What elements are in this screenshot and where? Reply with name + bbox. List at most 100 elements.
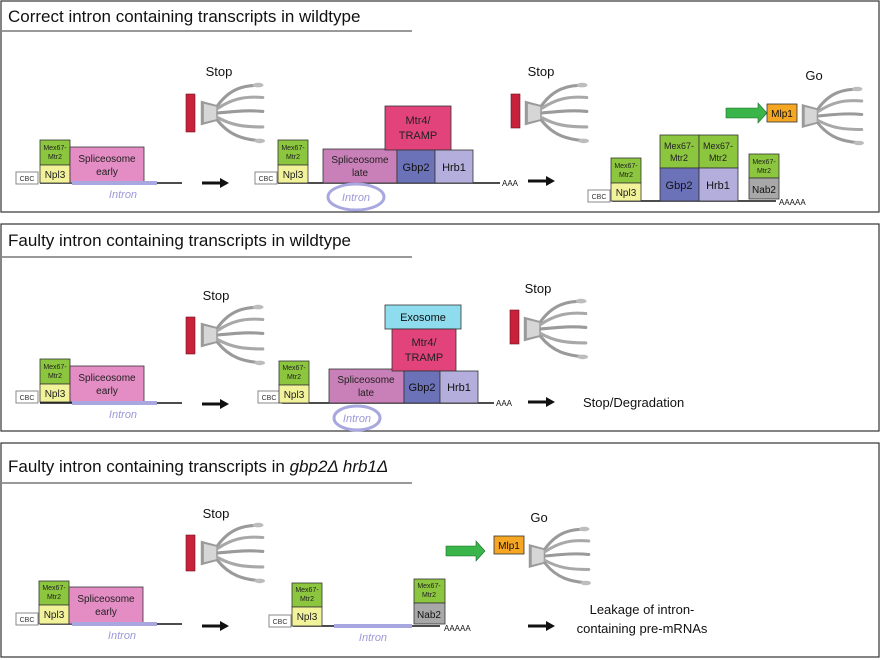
- svg-text:Gbp2: Gbp2: [403, 162, 430, 174]
- svg-text:Mtr2: Mtr2: [670, 153, 688, 163]
- stop-bar-icon: [185, 93, 196, 133]
- stop-bar-icon: [185, 534, 196, 572]
- svg-text:Npl3: Npl3: [616, 188, 637, 199]
- svg-text:Mtr2: Mtr2: [286, 154, 300, 161]
- svg-text:Mex67-: Mex67-: [752, 159, 776, 166]
- svg-text:Stop: Stop: [528, 64, 555, 79]
- svg-text:Go: Go: [805, 68, 822, 83]
- svg-text:Mex67-: Mex67-: [295, 587, 319, 594]
- hrb1-box: [434, 149, 474, 184]
- stop-bar-icon: [185, 316, 196, 355]
- gbp2-box: [396, 149, 436, 184]
- svg-text:early: early: [96, 386, 118, 397]
- svg-text:Intron: Intron: [359, 632, 387, 644]
- svg-text:Mex67-: Mex67-: [664, 141, 694, 151]
- panel-title: Faulty intron containing transcripts in …: [8, 231, 351, 250]
- svg-text:Intron: Intron: [343, 413, 371, 425]
- svg-text:Mex67-: Mex67-: [614, 163, 638, 170]
- svg-text:Mex67-: Mex67-: [281, 145, 305, 152]
- svg-text:Spliceosome: Spliceosome: [337, 375, 395, 386]
- svg-text:Mtr4/: Mtr4/: [411, 337, 437, 349]
- svg-text:Npl3: Npl3: [44, 610, 65, 621]
- svg-text:Mtr4/: Mtr4/: [405, 115, 431, 127]
- svg-text:Mtr2: Mtr2: [48, 154, 62, 161]
- svg-text:Spliceosome: Spliceosome: [78, 373, 136, 384]
- svg-text:Spliceosome: Spliceosome: [78, 154, 136, 165]
- svg-text:Mtr2: Mtr2: [300, 596, 314, 603]
- svg-text:CBC: CBC: [592, 194, 607, 201]
- svg-text:Spliceosome: Spliceosome: [331, 155, 389, 166]
- outcome-line-2: containing pre-mRNAs: [577, 621, 708, 636]
- poly-a-tail: AAA: [502, 179, 519, 188]
- svg-text:Mex67-: Mex67-: [43, 364, 67, 371]
- svg-text:Npl3: Npl3: [283, 170, 304, 181]
- spliceosome-early-box: [69, 146, 145, 184]
- svg-text:CBC: CBC: [20, 395, 35, 402]
- panel-correct-wildtype: Correct intron containing transcripts in…: [0, 0, 880, 213]
- outcome-text: Stop/Degradation: [583, 395, 684, 410]
- svg-text:Intron: Intron: [342, 192, 370, 204]
- intron-label: Intron: [109, 189, 137, 201]
- svg-text:Mlp1: Mlp1: [498, 541, 520, 552]
- svg-text:Intron: Intron: [108, 630, 136, 642]
- svg-text:Gbp2: Gbp2: [666, 180, 693, 192]
- step-early: CBC Mex67- Mtr2 Npl3 Spliceosome early I…: [15, 506, 266, 642]
- svg-text:Nab2: Nab2: [417, 610, 441, 621]
- mlp1-box: [766, 103, 798, 123]
- svg-text:Nab2: Nab2: [752, 185, 776, 196]
- step-early: CBC Mex67- Mtr2 Npl3 Spliceosome early I…: [15, 288, 266, 421]
- svg-text:TRAMP: TRAMP: [405, 352, 444, 364]
- svg-text:Spliceosome: Spliceosome: [77, 594, 135, 605]
- svg-text:Stop: Stop: [525, 281, 552, 296]
- svg-text:AAA: AAA: [496, 399, 513, 408]
- svg-text:early: early: [96, 167, 118, 178]
- svg-text:Hrb1: Hrb1: [706, 180, 730, 192]
- step-leak: CBC Mex67- Mtr2 Npl3 Intron Mex67- Mtr2 …: [268, 510, 593, 644]
- step-export: CBC Mex67- Mtr2 Npl3 Mex67- Mtr2 Mex67- …: [587, 68, 866, 207]
- svg-text:CBC: CBC: [262, 395, 277, 402]
- svg-text:CBC: CBC: [259, 176, 274, 183]
- nab2-box: [748, 177, 780, 200]
- stop-bar-icon: [510, 93, 521, 129]
- panel-faulty-wildtype: Faulty intron containing transcripts in …: [0, 223, 880, 432]
- svg-text:Mex67-: Mex67-: [43, 145, 67, 152]
- svg-text:Mex67-: Mex67-: [282, 365, 306, 372]
- svg-text:CBC: CBC: [273, 619, 288, 626]
- svg-text:Npl3: Npl3: [284, 390, 305, 401]
- mex67-mtr2-box: [39, 139, 71, 166]
- svg-text:Exosome: Exosome: [400, 312, 446, 324]
- svg-text:Npl3: Npl3: [45, 170, 66, 181]
- mlp1-box: [493, 535, 525, 555]
- panel-faulty-mutant: Faulty intron containing transcripts in …: [0, 442, 880, 658]
- svg-text:Mtr2: Mtr2: [47, 594, 61, 601]
- svg-text:Mtr2: Mtr2: [757, 168, 771, 175]
- green-arrow-icon: [725, 102, 768, 124]
- svg-text:Go: Go: [530, 510, 547, 525]
- svg-text:TRAMP: TRAMP: [399, 130, 438, 142]
- svg-text:Intron: Intron: [109, 409, 137, 421]
- step-late: CBC Mex67- Mtr2 Npl3 Spliceosome late Ex…: [257, 281, 589, 432]
- stop-bar-icon: [509, 309, 520, 345]
- svg-text:Mtr2: Mtr2: [422, 592, 436, 599]
- svg-text:Mlp1: Mlp1: [771, 109, 793, 120]
- svg-text:CBC: CBC: [20, 617, 35, 624]
- gate-label: Stop: [206, 64, 233, 79]
- svg-text:late: late: [358, 388, 375, 399]
- svg-text:Mtr2: Mtr2: [48, 373, 62, 380]
- intron-loop: [326, 182, 386, 212]
- svg-text:Mtr2: Mtr2: [619, 172, 633, 179]
- panel-title: Correct intron containing transcripts in…: [8, 7, 360, 26]
- svg-text:Hrb1: Hrb1: [447, 382, 471, 394]
- svg-text:Stop: Stop: [203, 506, 230, 521]
- svg-text:AAAAA: AAAAA: [779, 198, 806, 207]
- cbc-box: [15, 171, 39, 185]
- cbc-label: CBC: [20, 176, 35, 183]
- svg-text:Mex67-: Mex67-: [42, 585, 66, 592]
- mtr4-tramp-box: [384, 105, 452, 151]
- svg-text:Mtr2: Mtr2: [709, 153, 727, 163]
- svg-text:late: late: [352, 168, 369, 179]
- svg-text:Hrb1: Hrb1: [442, 162, 466, 174]
- panel-title: Faulty intron containing transcripts in …: [8, 457, 388, 476]
- green-arrow-icon: [445, 540, 486, 562]
